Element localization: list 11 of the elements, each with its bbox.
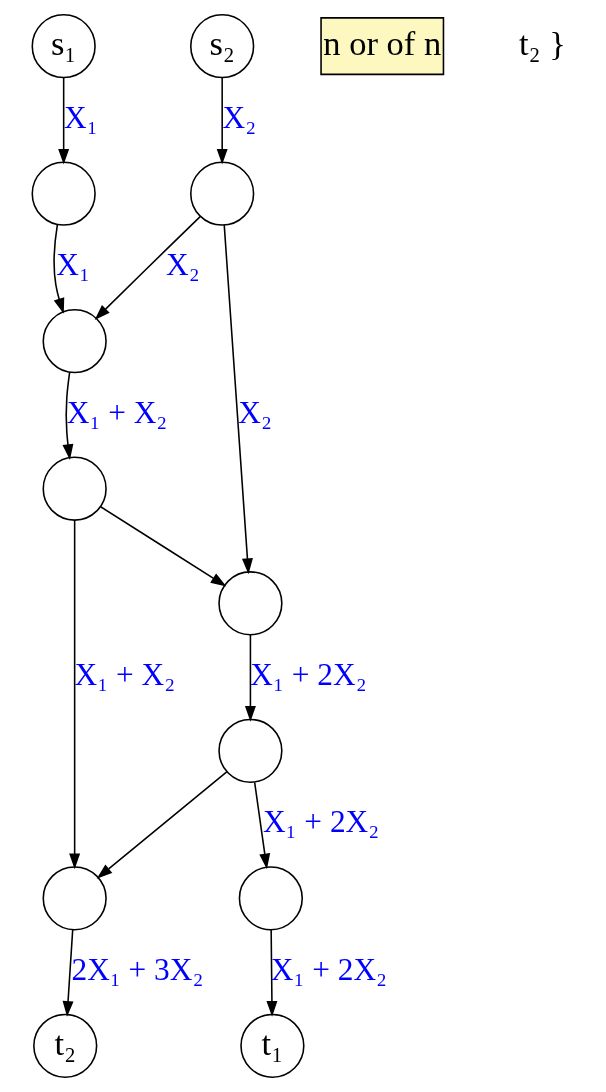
edge-label: X₂ bbox=[238, 394, 272, 430]
label: t₂ } bbox=[518, 23, 566, 62]
edge-label: X₂ bbox=[166, 247, 200, 283]
edge-label: X₁ bbox=[64, 99, 98, 135]
edge-label: X₂ bbox=[222, 99, 257, 135]
edge-label: X₁ + 2X₂ bbox=[250, 656, 367, 692]
edge-label: X₁ + X₂ bbox=[74, 656, 176, 692]
edge-label: X₁ + X₂ bbox=[66, 394, 168, 430]
edge-label: 2X₁ + 3X₂ bbox=[71, 951, 204, 987]
edge-label: X₁ bbox=[56, 247, 90, 283]
edge-label: X₁ + 2X₂ bbox=[262, 804, 380, 840]
